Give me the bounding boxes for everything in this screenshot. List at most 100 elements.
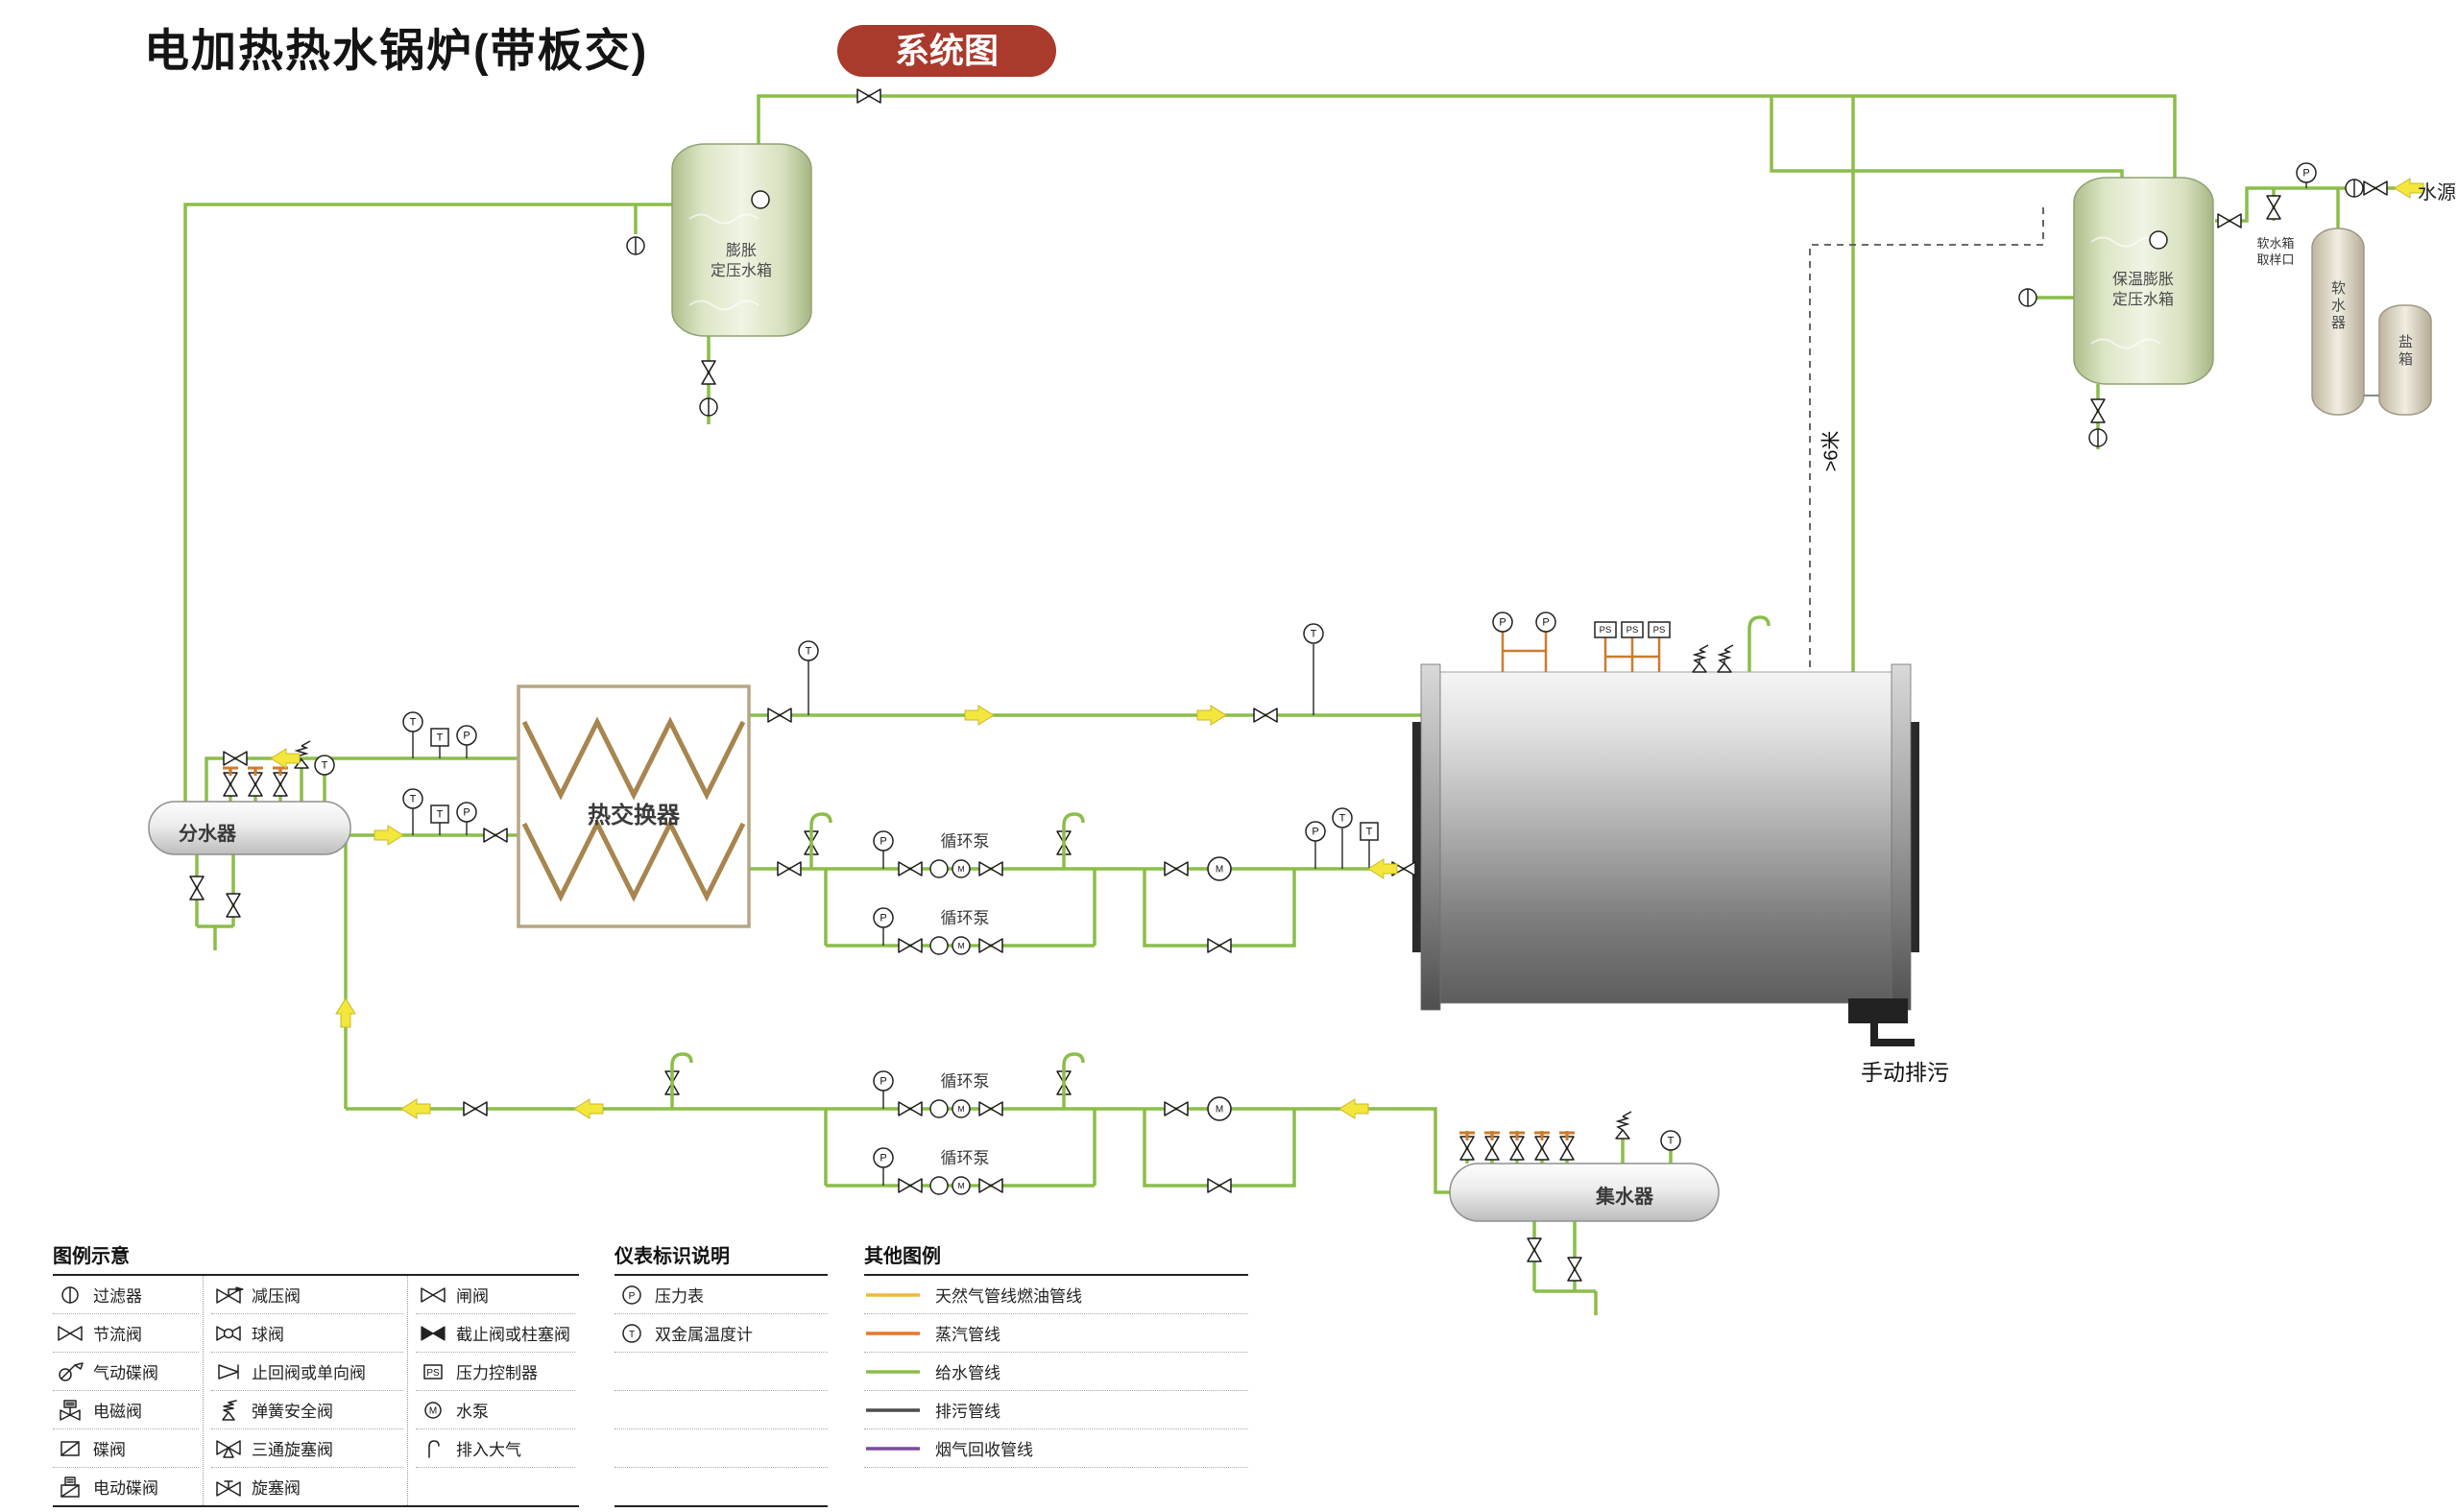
- temperature-gauge-icon: T: [614, 1323, 655, 1344]
- filter-icon: [699, 397, 718, 417]
- water-source-label: 水源: [2418, 182, 2456, 204]
- blowdown-pipe: [1870, 1023, 1915, 1046]
- gauges: [314, 162, 2317, 1168]
- filter-icon: [2018, 288, 2037, 307]
- pump-icon: [929, 1099, 949, 1118]
- pump-motor-icon: [952, 1176, 971, 1195]
- valve-icon: [767, 708, 792, 723]
- page-title: 电加热热水锅炉(带板交): [144, 25, 649, 76]
- legend-item: 减压阀: [211, 1276, 403, 1314]
- globe-valve-icon: [416, 1323, 456, 1344]
- legend-item: 天然气管线燃油管线: [864, 1276, 1248, 1314]
- water-pump-icon: M: [416, 1400, 456, 1421]
- heat-exchanger-label: 热交换器: [588, 803, 680, 828]
- circulation-pump-label: 循环泵: [940, 832, 990, 851]
- legend-item-label: 双金属温度计: [655, 1326, 753, 1344]
- butterfly-valve-icon: [53, 1438, 93, 1459]
- valve-icon: [1527, 1237, 1542, 1262]
- pressure-gauge-icon: [873, 1147, 894, 1168]
- filter-icon: [53, 1284, 93, 1306]
- legend-item: 排污管线: [864, 1391, 1248, 1429]
- pressure-switch-icon: [1594, 621, 1617, 638]
- legend-item-label: 球阀: [252, 1326, 284, 1344]
- vent-pipe-icon: [670, 1052, 693, 1111]
- temperature-gauge-icon: [430, 804, 449, 824]
- legend-item: 碟阀: [53, 1429, 199, 1468]
- pressure-gauge-icon: [873, 830, 894, 852]
- three-way-plug-valve-icon: [211, 1438, 252, 1459]
- circulation-pump-label: 循环泵: [940, 1149, 990, 1167]
- legend-line-types: 其他图例 天然气管线燃油管线 蒸汽管线 给水管线 排污管线 烟气回收管线: [864, 1240, 1248, 1468]
- filter-icon: [2345, 179, 2364, 198]
- valve-icon: [898, 1101, 923, 1116]
- legend-item-label: 电动碟阀: [93, 1479, 158, 1498]
- pressure-controller-icon: PS: [416, 1361, 456, 1382]
- temperature-gauge-icon: [798, 640, 819, 661]
- pump-motor-icon: [952, 936, 971, 955]
- valve-icon: [978, 938, 1003, 953]
- pump-icon: [929, 936, 949, 955]
- legend-item-label: 止回阀或单向阀: [252, 1364, 366, 1382]
- expansion-tank: [671, 143, 812, 337]
- pump-icon: [1207, 1096, 1232, 1121]
- legend-item-label: 给水管线: [935, 1364, 1000, 1382]
- pressure-gauge-icon: [456, 802, 477, 823]
- valve-icon: [2090, 398, 2106, 423]
- blowdown-outlet: [1848, 998, 1908, 1023]
- pressure-gauge-icon: P: [614, 1284, 655, 1306]
- level-gauge-icon: [751, 190, 770, 209]
- legend-title: 图例示意: [53, 1240, 579, 1276]
- insulated-expansion-tank: [2073, 177, 2214, 385]
- valve-icon: [226, 893, 241, 918]
- solenoid-valve-icon: [53, 1399, 93, 1421]
- legend-item-label: 蒸汽管线: [935, 1326, 1000, 1344]
- temperature-gauge-icon: [1360, 822, 1379, 841]
- pressure-gauge-icon: [456, 725, 477, 746]
- pressure-gauge-icon: [2296, 162, 2317, 183]
- legend-item: 蒸汽管线: [864, 1314, 1248, 1353]
- valve-icon: [898, 861, 923, 876]
- legend-title: 仪表标识说明: [614, 1240, 828, 1276]
- steam-line-swatch: [866, 1331, 920, 1335]
- min-distance-label: >6米: [1820, 430, 1843, 472]
- vent-pipe-icon: [1062, 812, 1085, 871]
- legend-empty-row: [614, 1429, 828, 1468]
- valve-icon: [856, 88, 881, 104]
- electric-butterfly-valve-icon: [53, 1476, 93, 1498]
- valves-horizontal: [223, 88, 2388, 1193]
- valve-icon: [898, 1178, 923, 1193]
- legend-item: 给水管线: [864, 1353, 1248, 1391]
- legend-item: 排入大气: [416, 1429, 575, 1468]
- valve-icon: [1567, 1257, 1582, 1282]
- diagram-type-badge: 系统图: [837, 25, 1056, 77]
- pump-icon: [1207, 856, 1232, 881]
- safety-valve-icon: [1692, 644, 1709, 673]
- temperature-gauge-icon: [1303, 623, 1324, 644]
- manual-blowdown-label: 手动排污: [1861, 1060, 1949, 1085]
- legend-item-label: 排入大气: [456, 1441, 521, 1459]
- pressure-switch-icon: [1648, 621, 1671, 638]
- legend-item: 电动碟阀: [53, 1468, 199, 1505]
- circulation-pump-label: 循环泵: [940, 1072, 990, 1091]
- legend-item: 旋塞阀: [211, 1468, 403, 1505]
- temperature-gauge-icon: [402, 711, 423, 732]
- flow-arrow-left: [270, 748, 301, 769]
- valve-icon: [978, 861, 1003, 876]
- svg-text:P: P: [629, 1291, 636, 1302]
- legend-item-label: 压力控制器: [456, 1364, 538, 1382]
- gate-valve-icon: [416, 1284, 456, 1306]
- legend-item: 止回阀或单向阀: [211, 1353, 403, 1391]
- legend-empty-row: [614, 1353, 828, 1391]
- valve-icon: [701, 360, 716, 385]
- pressure-gauge-icon: [1535, 612, 1556, 633]
- boiler-top-fittings: [1501, 632, 1661, 672]
- legend-item-label: 截止阀或柱塞阀: [456, 1326, 570, 1344]
- temperature-gauge-icon: [430, 728, 449, 747]
- valve-icon: [2363, 180, 2388, 196]
- legend-item: 烟气回收管线: [864, 1429, 1248, 1468]
